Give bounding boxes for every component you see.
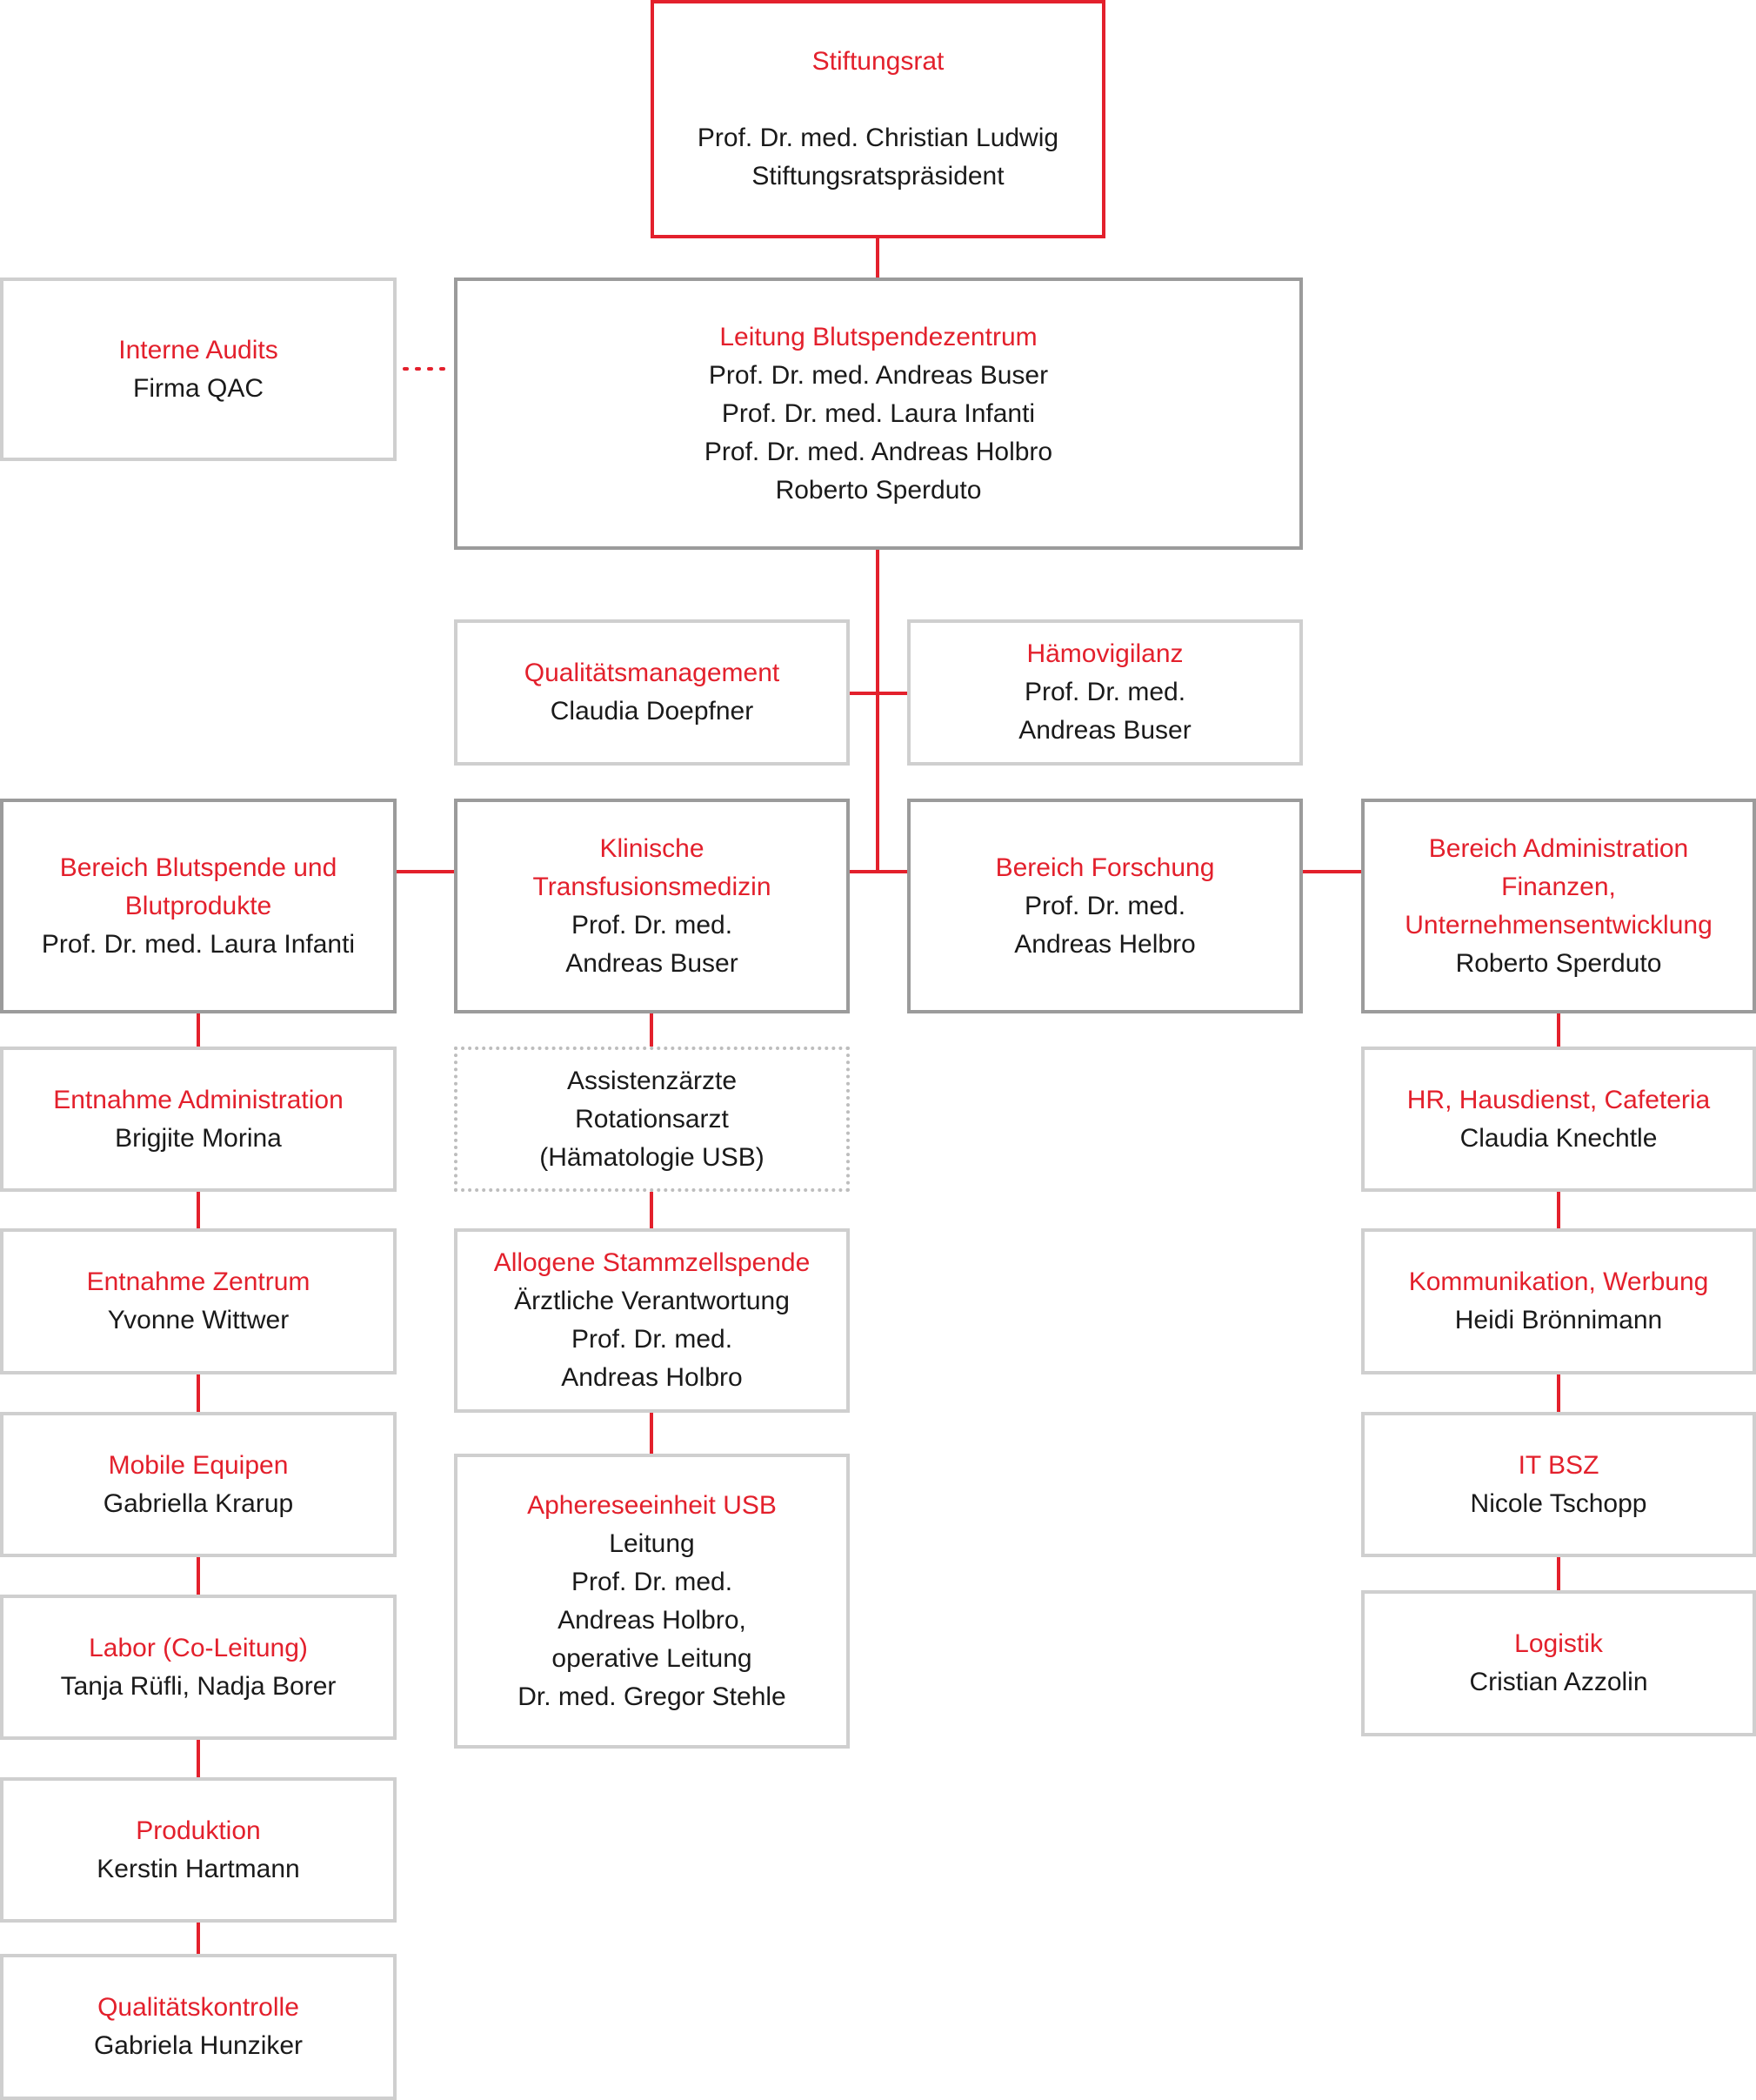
box-line: Prof. Dr. med. Christian Ludwig [697,124,1059,152]
box-title: Bereich Administration [1428,833,1689,863]
box-it-bsz: IT BSZ Nicole Tschopp [1361,1412,1756,1557]
box-leitung-blutspendezentrum: Leitung Blutspendezentrum Prof. Dr. med.… [454,278,1303,550]
box-line: Prof. Dr. med. [1024,678,1186,706]
box-line: Prof. Dr. med. Andreas Holbro [704,437,1053,466]
box-labor: Labor (Co-Leitung) Tanja Rüfli, Nadja Bo… [0,1595,397,1740]
box-haemovigilanz: Hämovigilanz Prof. Dr. med. Andreas Buse… [907,619,1303,766]
box-bereich-administration: Bereich Administration Finanzen, Unterne… [1361,799,1756,1013]
box-line: Tanja Rüfli, Nadja Borer [60,1671,337,1701]
box-bereich-forschung: Bereich Forschung Prof. Dr. med. Andreas… [907,799,1303,1013]
box-line: Claudia Doepfner [550,697,754,726]
box-title: Labor (Co-Leitung) [89,1633,308,1662]
box-line: Prof. Dr. med. Laura Infanti [41,929,356,959]
box-bereich-blutspende: Bereich Blutspende und Blutprodukte Prof… [0,799,397,1013]
box-line: Leitung [609,1528,695,1558]
box-produktion: Produktion Kerstin Hartmann [0,1777,397,1923]
box-line: Prof. Dr. med. Andreas Buser [708,360,1049,390]
box-title: Unternehmensentwicklung [1405,910,1713,940]
box-title: Entnahme Administration [53,1085,344,1114]
box-line: Prof. Dr. med. [571,910,733,940]
box-stiftungsrat: Stiftungsrat Prof. Dr. med. Christian Lu… [651,0,1105,238]
box-title: Stiftungsrat [811,47,945,76]
box-line: Yvonne Wittwer [107,1306,290,1334]
box-line: Kerstin Hartmann [97,1854,300,1883]
box-apherese-einheit: Apheresеeinheit USB Leitung Prof. Dr. me… [454,1454,850,1749]
box-mobile-equipen: Mobile Equipen Gabriella Krarup [0,1412,397,1557]
box-entnahme-zentrum: Entnahme Zentrum Yvonne Wittwer [0,1228,397,1374]
box-line: Prof. Dr. med. [571,1567,733,1596]
box-title: Qualitätsmanagement [524,659,780,687]
box-line: Andreas Helbro [1014,929,1196,959]
box-title: Blutprodukte [124,891,272,920]
box-title: Klinische [599,833,704,863]
box-line: Ärztliche Verantwortung [514,1287,790,1315]
box-line: Cristian Azzolin [1469,1668,1648,1696]
box-line: Andreas Buser [1018,716,1192,745]
box-line: operative Leitung [551,1643,752,1673]
box-title: Mobile Equipen [108,1450,289,1480]
box-line: Stiftungsratspräsident [751,162,1005,191]
box-line: Brigjite Morina [115,1123,282,1153]
box-title: Allogene Stammzellspende [493,1248,811,1277]
box-title: Apheresеeinheit USB [527,1490,777,1520]
box-title: Entnahme Zentrum [86,1267,310,1296]
box-line: Dr. med. Gregor Stehle [517,1682,786,1711]
box-line: Prof. Dr. med. [571,1325,733,1354]
box-interne-audits: Interne Audits Firma QAC [0,278,397,461]
box-line: Rotationsarzt [575,1104,729,1134]
box-line: Claudia Knechtle [1459,1123,1658,1153]
box-line: Andreas Buser [565,948,738,978]
box-hr-hausdienst: HR, Hausdienst, Cafeteria Claudia Knecht… [1361,1047,1756,1192]
box-entnahme-administration: Entnahme Administration Brigjite Morina [0,1047,397,1192]
box-line: Andreas Holbro [561,1363,743,1392]
box-line: Heidi Brönnimann [1454,1306,1663,1334]
box-title: Qualitätskontrolle [97,1993,299,2022]
box-title: Bereich Blutspende und [59,853,337,882]
box-line: Andreas Holbro, [558,1605,746,1635]
box-line: Nicole Tschopp [1470,1488,1647,1518]
box-allogene-stammzellspende: Allogene Stammzellspende Ärztliche Veran… [454,1228,850,1413]
box-qualitaetsmanagement: Qualitätsmanagement Claudia Doepfner [454,619,850,766]
box-title: Transfusionsmedizin [532,872,771,901]
box-kommunikation: Kommunikation, Werbung Heidi Brönnimann [1361,1228,1756,1374]
box-qualitaetskontrolle: Qualitätskontrolle Gabriela Hunziker [0,1954,397,2100]
box-title: Leitung Blutspendezentrum [719,322,1038,351]
box-title: Finanzen, [1501,872,1616,901]
box-title: Kommunikation, Werbung [1408,1267,1709,1296]
box-title: Logistik [1514,1629,1603,1658]
box-line: Prof. Dr. med. Laura Infanti [721,398,1036,428]
box-line: Gabriela Hunziker [93,2031,304,2060]
box-line: (Hämatologie USB) [539,1142,764,1172]
box-klinische-transfusionsmedizin: Klinische Transfusionsmedizin Prof. Dr. … [454,799,850,1013]
box-line: Roberto Sperduto [1455,948,1662,978]
box-line: Firma QAC [133,373,264,403]
box-line: Roberto Sperduto [775,475,982,505]
box-line: Gabriella Krarup [103,1488,294,1518]
box-assistenzaerzte: Assistenzärzte Rotationsarzt (Hämatologi… [454,1047,850,1192]
box-logistik: Logistik Cristian Azzolin [1361,1590,1756,1736]
box-title: IT BSZ [1518,1450,1599,1480]
box-title: HR, Hausdienst, Cafeteria [1406,1085,1711,1114]
box-line: Assistenzärzte [566,1066,738,1095]
box-title: Produktion [136,1816,261,1845]
box-title: Hämovigilanz [1026,639,1184,668]
box-title: Bereich Forschung [995,853,1215,882]
box-line: Prof. Dr. med. [1024,891,1186,920]
box-title: Interne Audits [118,335,278,364]
